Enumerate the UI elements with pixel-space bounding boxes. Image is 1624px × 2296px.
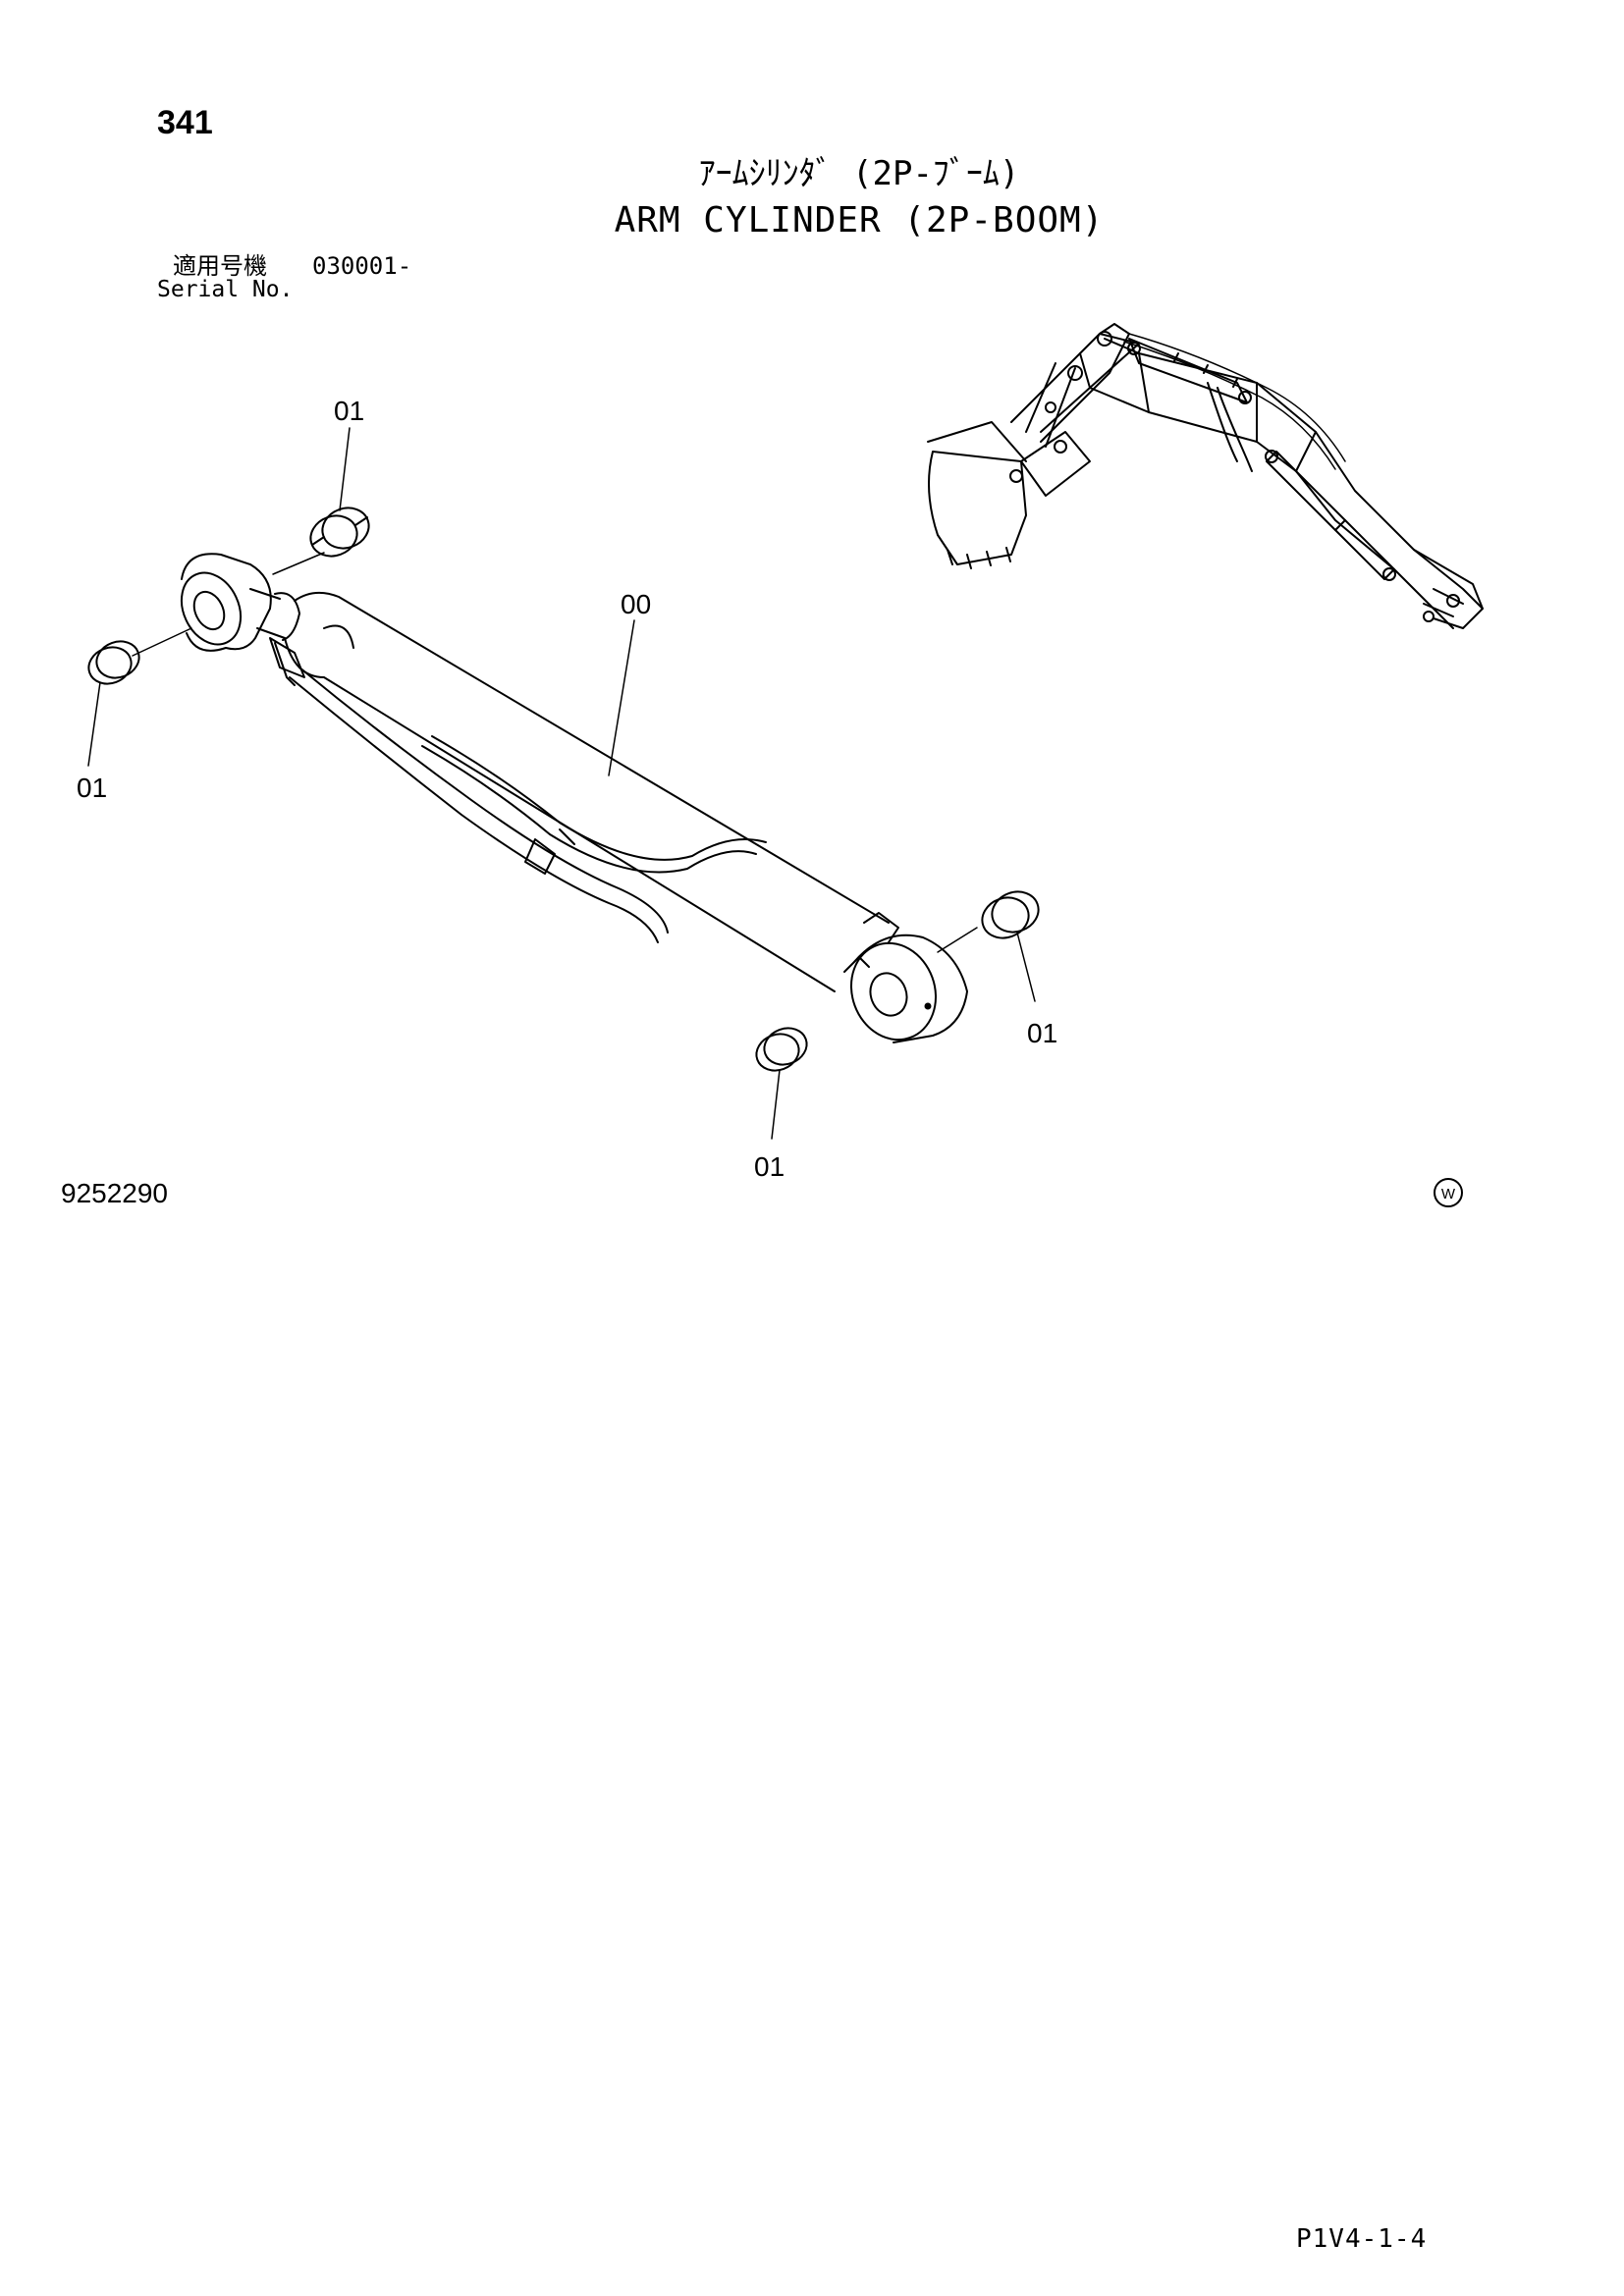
excavator-reference-illustration [927,323,1484,629]
leader-lines [87,427,1036,1140]
callout-bushing-bottom: 01 [754,1151,785,1182]
serial-number-value: 030001- [312,252,412,280]
bushing-ring-right [981,890,1040,939]
title-english: ARM CYLINDER (2P-BOOM) [614,200,1105,240]
title-japanese: ｱｰﾑｼﾘﾝﾀﾞ (2P-ﾌﾞｰﾑ) [698,154,1020,193]
w-mark-icon: W [1434,1178,1463,1207]
serial-label-english: Serial No. [157,277,294,302]
arm-cylinder-illustration [180,553,968,1043]
bushing-ring-left [87,640,140,685]
callout-bushing-right: 01 [1027,1018,1057,1048]
page-number: 341 [157,104,213,141]
bushing-ring-top-left [309,507,370,558]
callout-arm-cylinder: 00 [621,589,651,619]
page-code: P1V4-1-4 [1296,2224,1428,2254]
bushing-ring-bottom [755,1027,808,1072]
serial-label-japanese: 適用号機 [173,252,267,280]
callout-bushing-top-left: 01 [334,396,364,426]
drawing-number: 9252290 [61,1178,169,1208]
callout-bushing-left: 01 [77,773,107,803]
